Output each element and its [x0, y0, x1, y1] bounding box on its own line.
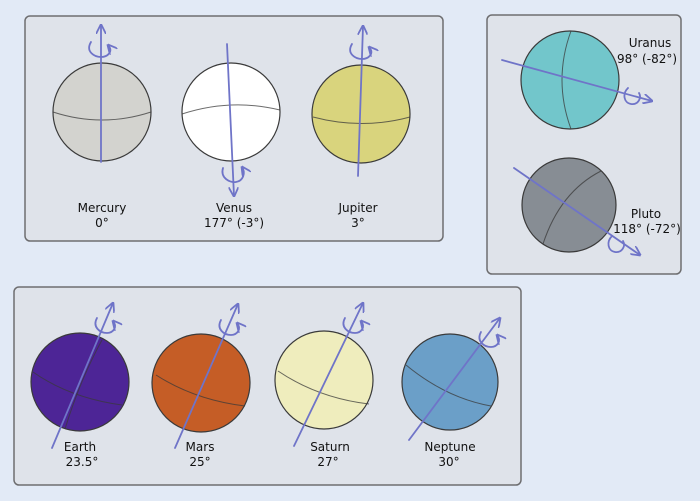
mars-globe — [151, 333, 251, 433]
rotation-arrow-icon — [607, 235, 625, 253]
pluto-tilt-label: 118° (-72°) — [613, 222, 681, 236]
counterclockwise-rotation-arrow-icon — [342, 317, 363, 334]
uranus-name-label: Uranus — [629, 36, 672, 50]
uranus-tilt-label: 98° (-82°) — [617, 52, 677, 66]
clockwise-rotation-arrow-icon — [221, 167, 243, 183]
mars-tilt-label: 25° — [189, 455, 210, 469]
planet-jupiter: Jupiter 3° — [311, 26, 411, 230]
planet-venus: Venus 177° (-3°) — [181, 43, 281, 230]
jupiter-rotation-axis — [357, 26, 363, 177]
pluto-name-label: Pluto — [631, 207, 661, 221]
planet-neptune: Neptune 30° — [401, 318, 500, 469]
earth-tilt-label: 23.5° — [66, 455, 99, 469]
counterclockwise-rotation-arrow-icon — [349, 43, 371, 60]
neptune-name-label: Neptune — [424, 440, 475, 454]
saturn-name-label: Saturn — [310, 440, 350, 454]
venus-name-label: Venus — [216, 201, 252, 215]
venus-equator — [181, 104, 281, 115]
jupiter-tilt-label: 3° — [351, 216, 365, 230]
panel-lower — [13, 286, 522, 486]
uranus-rotation-axis — [501, 59, 652, 101]
saturn-equator — [277, 370, 370, 405]
saturn-tilt-label: 27° — [317, 455, 338, 469]
neptune-rotation-axis — [408, 318, 500, 441]
venus-tilt-label: 177° (-3°) — [204, 216, 264, 230]
counterclockwise-rotation-arrow-icon — [478, 331, 499, 348]
mercury-name-label: Mercury — [78, 201, 127, 215]
neptune-globe — [401, 333, 499, 431]
planet-uranus: Uranus 98° (-82°) — [501, 30, 677, 130]
rotation-arrow-icon — [623, 87, 641, 105]
earth-name-label: Earth — [64, 440, 96, 454]
venus-rotation-axis — [226, 43, 234, 196]
neptune-tilt-label: 30° — [438, 455, 459, 469]
earth-meridian — [64, 339, 103, 430]
mars-name-label: Mars — [186, 440, 215, 454]
jupiter-equator — [312, 116, 411, 124]
counterclockwise-rotation-arrow-icon — [94, 317, 115, 334]
planet-mars: Mars 25° — [151, 304, 251, 469]
counterclockwise-rotation-arrow-icon — [218, 319, 239, 336]
jupiter-name-label: Jupiter — [337, 201, 377, 215]
planet-pluto: Pluto 118° (-72°) — [513, 157, 681, 255]
planet-mercury: Mercury 0° — [52, 25, 152, 230]
earth-equator — [32, 371, 123, 406]
planet-saturn: Saturn 27° — [274, 303, 374, 469]
mercury-equator — [52, 111, 152, 121]
neptune-equator — [405, 364, 492, 407]
pluto-equator — [542, 170, 602, 245]
uranus-equator — [561, 30, 572, 130]
earth-rotation-axis — [51, 303, 113, 449]
uranus-globe — [520, 30, 620, 130]
mars-rotation-axis — [174, 304, 238, 449]
saturn-globe — [274, 330, 374, 430]
planet-earth: Earth 23.5° — [30, 303, 130, 469]
mercury-tilt-label: 0° — [95, 216, 109, 230]
saturn-rotation-axis — [293, 303, 363, 447]
mercury-globe — [52, 62, 152, 162]
pluto-rotation-axis — [513, 167, 640, 255]
counterclockwise-rotation-arrow-icon — [88, 41, 110, 58]
